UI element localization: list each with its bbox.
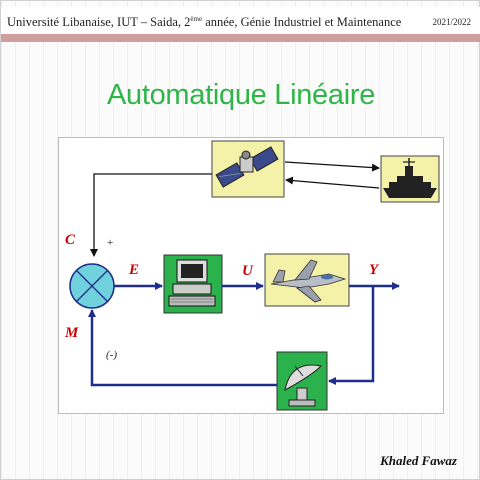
label-y: Y xyxy=(369,262,380,278)
fighter-jet-block xyxy=(264,253,350,307)
label-plus: + xyxy=(107,237,113,249)
course-info: Université Libanaise, IUT – Saida, 2ème … xyxy=(7,15,401,30)
label-c: C xyxy=(65,232,76,248)
header-divider xyxy=(1,34,480,42)
warship-block xyxy=(380,155,440,203)
label-e: E xyxy=(128,262,139,278)
uplink-arrow xyxy=(284,161,380,172)
author-signature: Khaled Fawaz xyxy=(380,453,457,468)
radar-icon xyxy=(284,364,323,407)
course-info-part1: Université Libanaise, IUT – Saida, 2 xyxy=(7,15,191,29)
block-diagram: C + E U Y M (-) xyxy=(58,137,444,414)
header-bar: Université Libanaise, IUT – Saida, 2ème … xyxy=(1,7,480,37)
satellite-block xyxy=(211,140,285,198)
label-u: U xyxy=(242,263,254,279)
course-info-part2: année, Génie Industriel et Maintenance xyxy=(202,15,402,29)
slide-title: Automatique Linéaire xyxy=(106,79,376,111)
label-m: M xyxy=(64,325,79,341)
setpoint-line xyxy=(90,173,212,257)
radar-block xyxy=(276,351,328,411)
warship-icon xyxy=(383,158,437,198)
computer-block xyxy=(163,254,223,314)
academic-year: 2021/2022 xyxy=(432,17,471,27)
satellite-icon xyxy=(215,146,279,188)
computer-icon xyxy=(168,259,216,307)
label-minus: (-) xyxy=(106,349,117,361)
downlink-arrow xyxy=(285,176,380,189)
fighter-jet-icon xyxy=(270,259,347,303)
measure-feedback xyxy=(88,309,277,387)
course-info-sup: ème xyxy=(190,15,203,23)
summing-junction-icon xyxy=(69,263,115,309)
feedback-to-radar xyxy=(328,286,375,385)
